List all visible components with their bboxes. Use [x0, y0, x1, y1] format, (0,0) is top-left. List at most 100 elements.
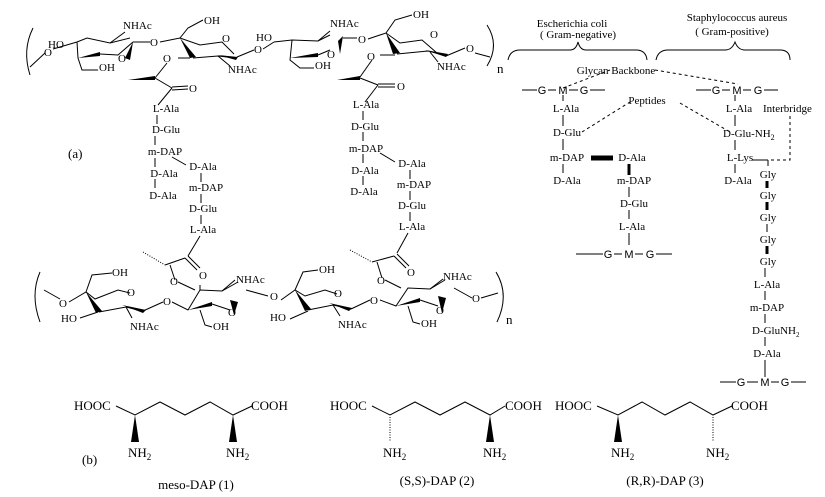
svg-text:O: O	[59, 298, 67, 310]
top-glycan-strand: O HO OH O NHAc O OH O NHAc O O O HO	[26, 9, 504, 106]
ss-dap-structure: HOOC COOH NH2 NH2 (S,S)-DAP (2)	[330, 398, 542, 488]
svg-text:NHAc: NHAc	[130, 321, 159, 333]
ecoli-subtitle: ( Gram-negative)	[540, 29, 616, 41]
peptide-residue: L-Ala	[190, 224, 216, 236]
svg-text:G: G	[580, 85, 589, 97]
peptide-residue: D-Ala	[189, 161, 217, 173]
peptide-residue: L-Ala	[553, 103, 579, 115]
svg-text:HO: HO	[256, 32, 272, 44]
svg-text:OH: OH	[421, 318, 437, 330]
interbridge-label: Interbridge	[763, 103, 812, 115]
svg-text:NHAc: NHAc	[338, 319, 367, 331]
peptide-residue: D-Ala	[150, 168, 178, 180]
svg-text:O: O	[407, 267, 415, 279]
svg-text:G: G	[737, 377, 746, 389]
peptide-residue: L-Lys	[727, 152, 753, 164]
saureus-brace	[655, 40, 791, 61]
peptide-residue: D-Glu	[152, 124, 181, 136]
svg-text:O: O	[222, 33, 230, 45]
crosslink-right: L-Ala D-Glu m-DAP D-Ala D-Ala D-Ala m-DA…	[349, 99, 431, 254]
peptide-residue: D-Glu	[620, 198, 649, 210]
svg-text:O: O	[44, 47, 52, 59]
svg-text:O: O	[327, 49, 335, 61]
svg-text:M: M	[760, 377, 769, 389]
svg-text:O: O	[436, 305, 444, 317]
peptide-residue: D-Glu-NH2	[723, 128, 775, 142]
svg-text:NHAc: NHAc	[330, 18, 359, 30]
svg-text:O: O	[199, 270, 207, 282]
peptides-label: Peptides	[628, 95, 665, 107]
svg-text:O: O	[163, 296, 171, 308]
peptide-residue: L-Ala	[619, 221, 645, 233]
panel-b-label: (b)	[82, 452, 97, 467]
svg-text:NHAc: NHAc	[437, 61, 466, 73]
glycan-backbone-label: Glycan Backbone	[577, 65, 656, 77]
peptide-residue: m-DAP	[550, 152, 584, 164]
saureus-title: Staphylococcus aureus	[687, 12, 788, 24]
peptide-residue: L-Ala	[153, 103, 179, 115]
svg-text:NH2: NH2	[226, 445, 249, 462]
svg-text:NHAc: NHAc	[236, 274, 265, 286]
svg-text:O: O	[370, 295, 378, 307]
svg-text:OH: OH	[112, 267, 128, 279]
peptide-residue: D-GluNH2	[752, 325, 800, 339]
svg-text:G: G	[604, 249, 613, 261]
svg-text:OH: OH	[204, 15, 220, 27]
svg-text:O: O	[254, 44, 262, 56]
svg-text:HO: HO	[61, 313, 77, 325]
crosslink-left: L-Ala D-Glu m-DAP D-Ala D-Ala D-Ala m-DA…	[148, 103, 223, 257]
peptide-residue: m-DAP	[349, 143, 383, 155]
svg-text:O: O	[430, 29, 438, 41]
svg-text:COOH: COOH	[505, 398, 542, 413]
svg-text:HOOC: HOOC	[555, 398, 592, 413]
rr-dap-name: (R,R)-DAP (3)	[626, 473, 704, 488]
hash-bond	[142, 251, 166, 266]
right-paren-bottom	[495, 271, 504, 323]
svg-text:O: O	[377, 275, 385, 287]
peptide-residue: D-Ala	[149, 190, 177, 202]
peptide-residue: D-Glu	[189, 203, 218, 215]
peptide-residue: L-Ala	[399, 221, 425, 233]
peptide-residue: D-Ala	[351, 165, 379, 177]
svg-text:G: G	[646, 249, 655, 261]
svg-text:O: O	[270, 291, 278, 303]
svg-text:OH: OH	[99, 62, 115, 74]
peptide-residue: D-Ala	[350, 186, 378, 198]
svg-text:OH: OH	[315, 60, 331, 72]
svg-text:O: O	[367, 51, 375, 63]
svg-text:O: O	[466, 43, 474, 55]
svg-text:O: O	[334, 288, 342, 300]
bottom-glycan-strand: O OH O HO NHAc O O O O OH NHAc O	[34, 249, 513, 333]
peptide-residue: D-Glu	[351, 121, 380, 133]
svg-text:O: O	[150, 37, 158, 49]
svg-text:HOOC: HOOC	[74, 398, 111, 413]
svg-text:OH: OH	[213, 321, 229, 333]
svg-text:G: G	[538, 85, 547, 97]
ecoli-title: Escherichia coli	[537, 18, 608, 30]
svg-text:HO: HO	[48, 39, 64, 51]
repeat-n-top: n	[497, 61, 504, 76]
ecoli-brace	[507, 41, 648, 61]
svg-text:G: G	[781, 377, 790, 389]
svg-text:COOH: COOH	[251, 398, 288, 413]
svg-text:NHAc: NHAc	[228, 64, 257, 76]
peptide-residue: D-Ala	[753, 348, 781, 360]
svg-text:O: O	[397, 81, 405, 93]
svg-text:M: M	[558, 85, 567, 97]
saureus-schematic: Staphylococcus aureus ( Gram-positive) G…	[655, 12, 812, 389]
repeat-n-bottom: n	[506, 312, 513, 327]
peptide-residue: D-Ala	[398, 158, 426, 170]
svg-text:NH2: NH2	[128, 445, 151, 462]
peptide-residue: D-Ala	[553, 175, 581, 187]
peptide-residue: Gly	[760, 190, 777, 202]
peptide-residue: m-DAP	[397, 179, 431, 191]
peptide-residue: L-Ala	[726, 103, 752, 115]
left-paren-bottom	[34, 271, 41, 323]
peptide-residue: L-Ala	[754, 279, 780, 291]
peptide-residue: Gly	[760, 234, 777, 246]
svg-text:O: O	[170, 276, 178, 288]
peptide-residue: m-DAP	[750, 302, 784, 314]
hash-bond	[349, 249, 373, 263]
peptide-residue: Gly	[760, 169, 777, 181]
meso-dap-structure: HOOC COOH NH2 NH2 meso-DAP (1)	[74, 398, 288, 492]
